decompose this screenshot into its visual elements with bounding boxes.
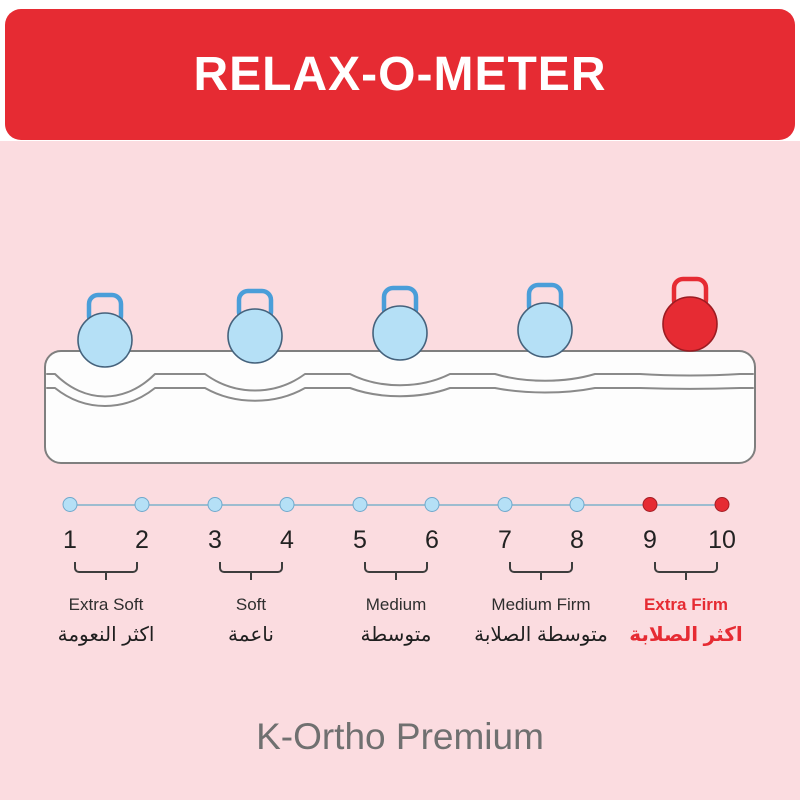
scale-number: 6 (425, 526, 439, 554)
scale-number: 10 (708, 526, 736, 554)
kettlebell-icon (372, 285, 428, 361)
scale-number: 1 (63, 526, 77, 554)
firmness-group-soft: Soft ناعمة (156, 562, 346, 647)
firmness-label-en: Medium Firm (491, 595, 591, 614)
firmness-group-medium-firm: Medium Firm متوسطة الصلابة (446, 562, 636, 647)
firmness-label-ar: اكثر الصلابة (629, 624, 743, 646)
firmness-label-en: Medium (365, 595, 427, 614)
scale-dot-1 (62, 497, 78, 512)
firmness-label-ar: متوسطة الصلابة (474, 624, 608, 646)
scale-number: 8 (570, 526, 584, 554)
mattress-body (44, 350, 756, 464)
scale-number: 7 (498, 526, 512, 554)
scale-number: 9 (643, 526, 657, 554)
scale-number: 2 (135, 526, 149, 554)
mattress-top-wave (46, 373, 754, 398)
scale-number: 4 (280, 526, 294, 554)
brand-name: K-Ortho Premium (256, 716, 544, 757)
scale-dot-5 (352, 497, 368, 512)
mattress-lower-wave (46, 387, 754, 407)
firmness-label-ar: متوسطة (360, 624, 432, 646)
group-bracket (509, 562, 573, 573)
firmness-group-extra-firm: Extra Firm اكثر الصلابة (591, 562, 781, 647)
firmness-label-en: Soft (235, 595, 267, 614)
scale-dot-3 (207, 497, 223, 512)
scale-dot-4 (279, 497, 295, 512)
firmness-label-ar: اكثر النعومة (57, 624, 155, 646)
scale-dot-9 (642, 497, 658, 512)
firmness-group-medium: Medium متوسطة (301, 562, 491, 647)
scale-dot-2 (134, 497, 150, 512)
kettlebell-icon (77, 292, 133, 368)
scale-dot-6 (424, 497, 440, 512)
firmness-label-en: Extra Soft (68, 595, 144, 614)
scale-number: 3 (208, 526, 222, 554)
scale-dot-7 (497, 497, 513, 512)
firmness-group-extra-soft: Extra Soft اكثر النعومة (11, 562, 201, 647)
group-bracket (219, 562, 283, 573)
page-title: RELAX-O-METER (193, 48, 607, 101)
scale-line (70, 504, 723, 506)
firmness-label-en: Extra Firm (643, 595, 729, 614)
group-bracket (74, 562, 138, 573)
mattress-illustration (44, 276, 756, 464)
scale-dot-10 (714, 497, 730, 512)
firmness-label-ar: ناعمة (228, 624, 274, 646)
group-bracket (364, 562, 428, 573)
scale-number: 5 (353, 526, 367, 554)
kettlebell-icon (662, 276, 718, 352)
scale-dot-8 (569, 497, 585, 512)
kettlebell-icon (227, 288, 283, 364)
title-banner: RELAX-O-METER (5, 9, 795, 140)
group-bracket (654, 562, 718, 573)
kettlebell-icon (517, 282, 573, 358)
